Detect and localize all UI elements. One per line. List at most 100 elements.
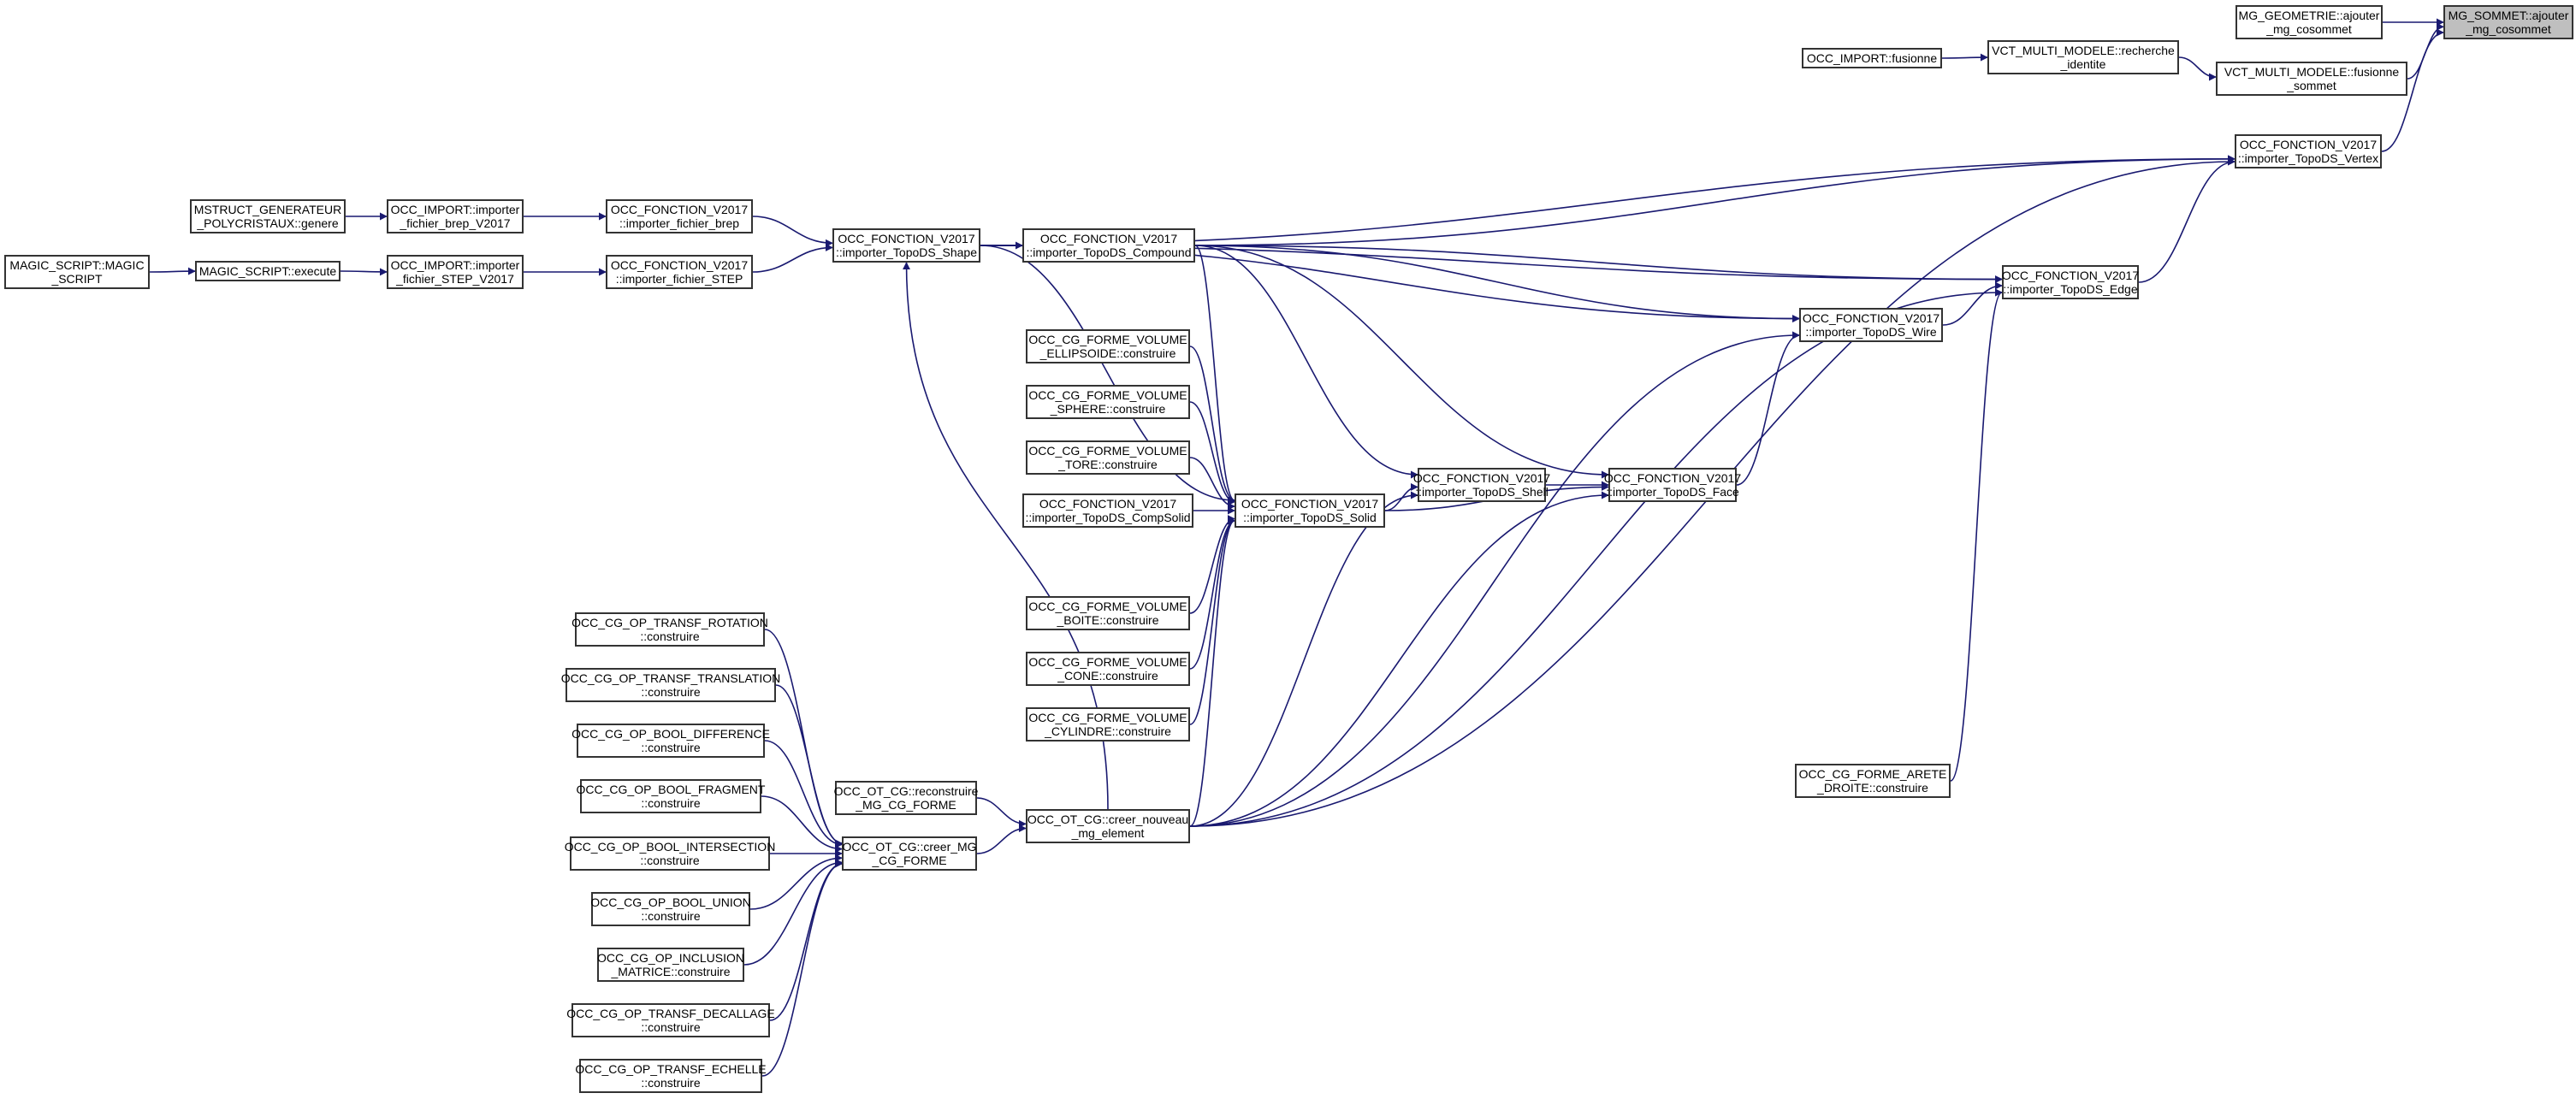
- graph-node-mg-geom[interactable]: MG_GEOMETRIE::ajouter_mg_cosommet: [2235, 5, 2383, 39]
- graph-node-shell[interactable]: OCC_FONCTION_V2017::importer_TopoDS_Shel…: [1413, 468, 1550, 502]
- node-label-line: OCC_IMPORT::importer: [390, 258, 520, 272]
- edge-arete-to-edge: [1950, 288, 2003, 782]
- graph-node-inclusion[interactable]: OCC_CG_OP_INCLUSION_MATRICE::construire: [597, 948, 744, 982]
- edge-nouveau-to-shape: [903, 262, 1109, 810]
- graph-node-edge[interactable]: OCC_FONCTION_V2017::importer_TopoDS_Edge: [2002, 265, 2139, 299]
- graph-node-reconstruire[interactable]: OCC_OT_CG::reconstruire_MG_CG_FORME: [833, 781, 979, 815]
- edge-reconstruire-to-nouveau: [976, 797, 1027, 828]
- graph-node-vertex[interactable]: OCC_FONCTION_V2017::importer_TopoDS_Vert…: [2235, 134, 2382, 168]
- node-label-line: _fichier_STEP_V2017: [396, 272, 514, 286]
- graph-node-cylindre[interactable]: OCC_CG_FORME_VOLUME_CYLINDRE::construire: [1026, 707, 1190, 742]
- node-label-line: OCC_FONCTION_V2017: [1241, 497, 1379, 511]
- graph-node-sphere[interactable]: OCC_CG_FORME_VOLUME_SPHERE::construire: [1026, 385, 1190, 419]
- node-label-line: ::importer_TopoDS_Shell: [1415, 485, 1549, 499]
- graph-node-echelle[interactable]: OCC_CG_OP_TRANSF_ECHELLE::construire: [575, 1059, 767, 1093]
- node-label-line: ::importer_TopoDS_Vertex: [2237, 151, 2379, 165]
- graph-node-fragment[interactable]: OCC_CG_OP_BOOL_FRAGMENT::construire: [577, 779, 765, 813]
- node-label-line: _BOITE::construire: [1057, 613, 1159, 627]
- node-label-line: _POLYCRISTAUX::genere: [197, 216, 339, 230]
- edge-shape-to-vertex: [980, 155, 2235, 246]
- graph-node-fbrep[interactable]: OCC_FONCTION_V2017::importer_fichier_bre…: [606, 199, 753, 233]
- node-label-line: ::construire: [641, 685, 701, 699]
- edge-wire-to-edge: [1942, 281, 2003, 326]
- edge-tore-to-solid: [1189, 457, 1235, 511]
- graph-node-intersection[interactable]: OCC_CG_OP_BOOL_INTERSECTION::construire: [565, 836, 775, 871]
- graph-node-ellipsoide[interactable]: OCC_CG_FORME_VOLUME_ELLIPSOIDE::construi…: [1026, 329, 1190, 363]
- graph-node-shape[interactable]: OCC_FONCTION_V2017::importer_TopoDS_Shap…: [832, 228, 980, 263]
- graph-node-fstep[interactable]: OCC_FONCTION_V2017::importer_fichier_STE…: [606, 255, 753, 289]
- node-label-line: OCC_CG_FORME_VOLUME: [1028, 333, 1187, 346]
- graph-node-occ-fus[interactable]: OCC_IMPORT::fusionne: [1802, 48, 1942, 68]
- graph-node-solid[interactable]: OCC_FONCTION_V2017::importer_TopoDS_Soli…: [1235, 493, 1385, 528]
- graph-node-wire[interactable]: OCC_FONCTION_V2017::importer_TopoDS_Wire: [1799, 308, 1943, 342]
- node-label-line: OCC_CG_FORME_VOLUME: [1028, 600, 1187, 613]
- edge-compound-to-wire: [1194, 245, 1800, 323]
- graph-node-vct-rech[interactable]: VCT_MULTI_MODELE::recherche_identite: [1987, 40, 2179, 74]
- edge-ms_ctor-to-ms_exec: [149, 267, 196, 275]
- node-label-line: OCC_CG_OP_BOOL_FRAGMENT: [576, 783, 766, 796]
- node-label-line: ::importer_TopoDS_Face: [1606, 485, 1739, 499]
- graph-node-tore[interactable]: OCC_CG_FORME_VOLUME_TORE::construire: [1026, 440, 1190, 475]
- node-label-line: ::construire: [640, 854, 700, 867]
- node-label-line: OCC_FONCTION_V2017: [1802, 311, 1940, 325]
- node-label-line: ::importer_TopoDS_Solid: [1243, 511, 1377, 524]
- graph-node-face[interactable]: OCC_FONCTION_V2017::importer_TopoDS_Face: [1604, 468, 1741, 502]
- node-label-line: _mg_cosommet: [2266, 22, 2352, 36]
- graph-node-cone[interactable]: OCC_CG_FORME_VOLUME_CONE::construire: [1026, 652, 1190, 686]
- edge-vct_rech-to-vct_fus: [2178, 56, 2217, 81]
- graph-node-rotation[interactable]: OCC_CG_OP_TRANSF_ROTATION::construire: [571, 612, 768, 647]
- edge-cylindre-to-solid: [1189, 517, 1235, 725]
- edge-decallage-to-creer_mg: [769, 860, 843, 1021]
- graph-node-ms-ctor[interactable]: MAGIC_SCRIPT::MAGIC_SCRIPT: [4, 255, 150, 289]
- graph-node-difference[interactable]: OCC_CG_OP_BOOL_DIFFERENCE::construire: [571, 724, 770, 758]
- graph-node-ms-exec[interactable]: MAGIC_SCRIPT::execute: [195, 261, 341, 281]
- node-label-line: MAGIC_SCRIPT::execute: [198, 264, 337, 278]
- graph-node-compound[interactable]: OCC_FONCTION_V2017::importer_TopoDS_Comp…: [1022, 228, 1195, 263]
- graph-node-creer-mg[interactable]: OCC_OT_CG::creer_MG_CG_FORME: [842, 836, 977, 871]
- node-label-line: _fichier_brep_V2017: [400, 216, 511, 230]
- node-label-line: OCC_CG_FORME_VOLUME: [1028, 444, 1187, 458]
- graph-node-vct-fus[interactable]: VCT_MULTI_MODELE::fusionne_sommet: [2216, 62, 2407, 96]
- graph-node-arete[interactable]: OCC_CG_FORME_ARETE_DROITE::construire: [1795, 764, 1951, 798]
- edge-rotation-to-creer_mg: [764, 629, 843, 848]
- edge-nouveau-to-wire: [1189, 331, 1800, 827]
- graph-node-imp-brep[interactable]: OCC_IMPORT::importer_fichier_brep_V2017: [387, 199, 524, 233]
- node-label-line: OCC_CG_FORME_VOLUME: [1028, 655, 1187, 669]
- graph-node-nouveau[interactable]: OCC_OT_CG::creer_nouveau_mg_element: [1026, 809, 1190, 843]
- graph-node-translation[interactable]: OCC_CG_OP_TRANSF_TRANSLATION::construire: [561, 668, 780, 702]
- node-label-line: OCC_CG_OP_TRANSF_ECHELLE: [575, 1062, 767, 1076]
- graph-node-imp-step[interactable]: OCC_IMPORT::importer_fichier_STEP_V2017: [387, 255, 524, 289]
- edge-edge-to-vertex: [2138, 157, 2235, 283]
- node-label-line: OCC_CG_OP_INCLUSION: [597, 951, 744, 965]
- node-label-line: OCC_IMPORT::fusionne: [1806, 51, 1938, 65]
- node-label-line: ::construire: [641, 909, 701, 923]
- graph-node-root[interactable]: MG_SOMMET::ajouter_mg_cosommet: [2443, 5, 2573, 39]
- graph-node-decallage[interactable]: OCC_CG_OP_TRANSF_DECALLAGE::construire: [566, 1003, 775, 1037]
- node-label-line: OCC_OT_CG::reconstruire: [833, 784, 979, 798]
- node-label-line: OCC_CG_OP_TRANSF_ROTATION: [571, 616, 768, 629]
- graph-node-compsolid[interactable]: OCC_FONCTION_V2017::importer_TopoDS_Comp…: [1022, 493, 1193, 528]
- edge-face-to-wire: [1736, 331, 1800, 486]
- node-label-line: VCT_MULTI_MODELE::recherche: [1992, 44, 2175, 57]
- node-label-line: ::importer_fichier_brep: [619, 216, 740, 230]
- edge-compound-to-face: [1194, 245, 1609, 479]
- edge-compound-to-shell: [1194, 245, 1418, 479]
- node-label-line: _CONE::construire: [1057, 669, 1158, 682]
- node-label-line: _identite: [2060, 57, 2106, 71]
- graph-node-boite[interactable]: OCC_CG_FORME_VOLUME_BOITE::construire: [1026, 596, 1190, 630]
- edge-translation-to-creer_mg: [775, 684, 843, 848]
- edge-fbrep-to-shape: [752, 216, 833, 247]
- graph-node-union[interactable]: OCC_CG_OP_BOOL_UNION::construire: [590, 892, 751, 926]
- node-label-line: OCC_FONCTION_V2017: [1039, 497, 1177, 511]
- edge-echelle-to-creer_mg: [761, 860, 843, 1077]
- edge-union-to-creer_mg: [749, 854, 843, 910]
- edge-compound-to-vertex: [1194, 155, 2235, 246]
- node-label-line: OCC_FONCTION_V2017: [610, 203, 749, 216]
- node-label-line: _SCRIPT: [51, 272, 103, 286]
- edge-fstep-to-shape: [752, 243, 833, 273]
- edge-creer_mg-to-nouveau: [976, 824, 1027, 854]
- node-label-line: OCC_CG_OP_BOOL_INTERSECTION: [564, 840, 776, 854]
- node-label-line: ::construire: [641, 1076, 701, 1090]
- graph-node-mstruct[interactable]: MSTRUCT_GENERATEUR_POLYCRISTAUX::genere: [190, 199, 346, 233]
- edge-nouveau-to-solid: [1189, 517, 1235, 827]
